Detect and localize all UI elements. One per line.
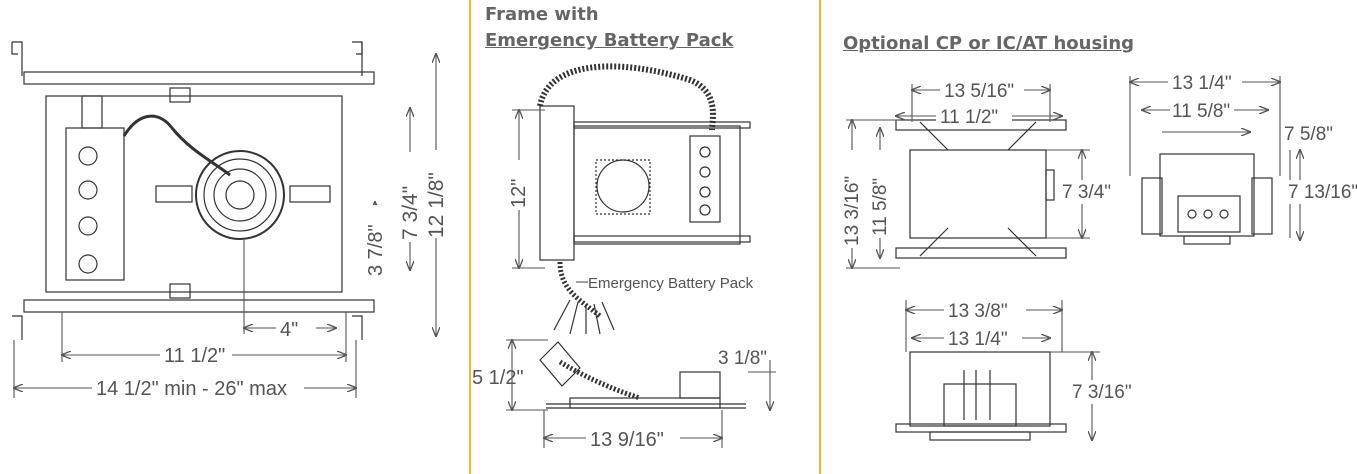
middle-title-line2: Emergency Battery Pack	[485, 30, 734, 51]
dim-13-1-4: 13 1/4"	[948, 329, 1008, 350]
dim-12-1-8: 12 1/8"	[425, 172, 448, 238]
dim-11-1-2-left: 11 1/2"	[164, 345, 225, 367]
dim-4: 4"	[280, 319, 298, 341]
dim-11-5-8: 11 5/8"	[1172, 101, 1230, 122]
dim-7-3-16: 7 3/16"	[1072, 382, 1132, 403]
housing-side-view-drawing	[895, 351, 1067, 441]
knockout-circles	[78, 146, 98, 274]
housing-top-view-drawing	[895, 119, 1067, 259]
dim-13-3-8: 13 3/8"	[948, 301, 1008, 322]
dim-11-5-8-vertical: 11 5/8"	[870, 178, 891, 236]
dim-13-5-16: 13 5/16"	[944, 81, 1014, 102]
section-divider-left	[469, 0, 471, 474]
battery-pack-frame-drawing	[537, 63, 751, 409]
dim-13-3-16: 13 3/16"	[842, 176, 863, 246]
dim-13-9-16: 13 9/16"	[590, 429, 664, 451]
dim-7-5-8: 7 5/8"	[1284, 124, 1333, 145]
right-title: Optional CP or IC/AT housing	[843, 33, 1135, 54]
dim-11-1-2-right: 11 1/2"	[940, 107, 998, 128]
section-divider-right	[819, 0, 821, 474]
dim-3-7-8: 3 7/8"	[365, 224, 387, 276]
frame-top-view-drawing	[11, 41, 375, 340]
middle-title-line1: Frame with	[485, 4, 599, 25]
dim-5-1-2: 5 1/2"	[472, 367, 524, 389]
dim-7-13-16: 7 13/16"	[1288, 182, 1357, 203]
dim-13-1-4-top: 13 1/4"	[1172, 73, 1232, 94]
dim-range: 14 1/2" min - 26" max	[96, 378, 287, 400]
dim-7-3-4-right: 7 3/4"	[1062, 182, 1111, 203]
dim-3-1-8: 3 1/8"	[718, 348, 767, 369]
dim-12: 12"	[508, 179, 530, 208]
housing-front-view-drawing	[1141, 153, 1273, 245]
callout-battery-pack: Emergency Battery Pack	[588, 275, 754, 292]
dim-7-3-4: 7 3/4"	[399, 186, 422, 240]
